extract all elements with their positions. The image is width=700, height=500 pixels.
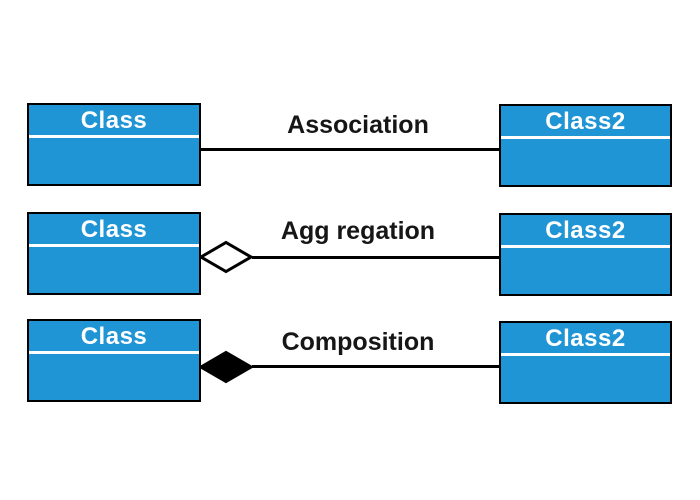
class-title: Class2 [545,217,626,244]
class-title: Class [80,323,148,350]
class-box: Class [27,319,201,402]
class-box: Class2 [499,321,672,404]
class-body [501,356,670,402]
class-box: Class2 [499,104,672,187]
relationship-label-aggregation: Agg regation [280,217,436,245]
class-body [29,354,199,400]
relationship-label-association: Association [287,111,429,139]
class-separator [501,245,670,248]
class-title: Class [80,216,148,243]
class-box: Class [27,103,201,186]
class-body [501,248,670,294]
aggregation-hollow-diamond-icon [199,240,253,274]
class-separator [29,135,199,138]
aggregation-line [252,256,499,259]
class-body [501,139,670,185]
composition-line [252,365,499,368]
class-separator [501,136,670,139]
class-body [29,138,199,184]
class-box: Class2 [499,213,672,296]
class-box: Class [27,212,201,295]
class-body [29,247,199,293]
class-title: Class2 [545,108,626,135]
class-separator [29,351,199,354]
class-title: Class2 [545,325,626,352]
class-separator [29,244,199,247]
class-title: Class [80,107,148,134]
composition-filled-diamond-icon [199,350,253,384]
association-line [199,148,499,151]
relationship-label-composition: Composition [281,328,435,356]
class-separator [501,353,670,356]
